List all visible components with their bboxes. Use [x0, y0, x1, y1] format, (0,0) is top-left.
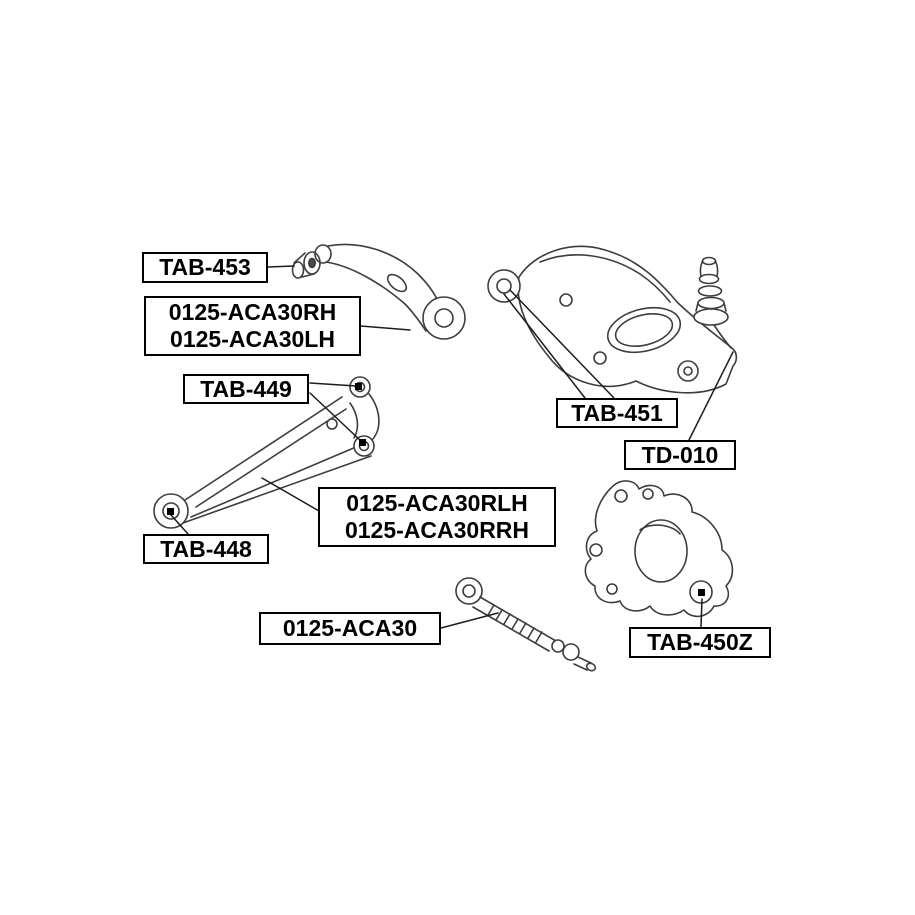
rear-lower-control-arm-drawing: [487, 245, 738, 394]
label-tab-448: TAB-448: [143, 534, 269, 564]
part-number-text: TAB-448: [160, 535, 252, 562]
steering-knuckle-drawing: [584, 480, 734, 618]
part-number-text: 0125-ACA30RLH: [346, 490, 528, 516]
label-tab-453: TAB-453: [142, 252, 268, 283]
part-number-text: TD-010: [641, 441, 719, 468]
label-0125-aca30rlh-rrh: 0125-ACA30RLH 0125-ACA30RRH: [318, 487, 556, 547]
label-tab-451: TAB-451: [556, 398, 678, 428]
label-tab-450z: TAB-450Z: [629, 627, 771, 658]
part-number-text: TAB-451: [571, 399, 663, 426]
leader-lines: [170, 265, 734, 629]
part-number-text: 0125-ACA30RH: [168, 299, 337, 325]
part-number-text: TAB-449: [200, 375, 292, 402]
bump-stop-drawing: [693, 256, 732, 349]
part-number-text: 0125-ACA30LH: [170, 326, 335, 352]
label-td-010: TD-010: [624, 440, 736, 470]
label-tab-449: TAB-449: [183, 374, 309, 404]
part-number-text: 0125-ACA30RRH: [344, 517, 530, 543]
part-number-text: TAB-453: [159, 254, 251, 280]
part-number-text: TAB-450Z: [647, 629, 753, 655]
part-number-text: 0125-ACA30: [282, 615, 418, 641]
callout-dots: [167, 383, 705, 596]
lateral-rod-drawing: [455, 577, 597, 672]
label-0125-aca30rh-lh: 0125-ACA30RH 0125-ACA30LH: [144, 296, 361, 356]
upper-control-arm-drawing: [314, 243, 466, 340]
small-bushing-drawing: [291, 251, 321, 279]
label-0125-aca30: 0125-ACA30: [259, 612, 441, 645]
